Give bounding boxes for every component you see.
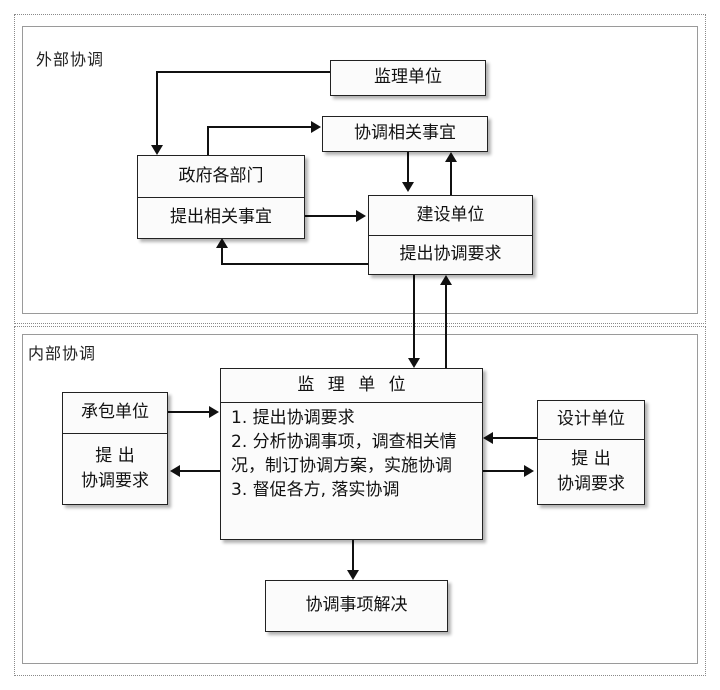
box-government-departments[interactable]: 政府各部门 提出相关事宜 <box>137 155 305 239</box>
conn-construction-to-government-horizontal <box>221 263 369 265</box>
arrow-internal-supervision-to-construction <box>440 275 452 285</box>
box-design-unit-title: 设计单位 <box>557 409 625 430</box>
conn-government-to-coordination-vertical <box>207 126 209 156</box>
box-coordination-resolved-title: 协调事项解决 <box>305 595 408 616</box>
internal-region-inner-border <box>22 334 698 664</box>
conn-supervision-to-resolution <box>352 540 354 572</box>
arrow-design-to-supervision <box>483 432 493 444</box>
conn-supervision-to-government-vertical <box>156 71 158 146</box>
conn-internal-supervision-to-construction <box>445 285 447 368</box>
arrow-construction-to-internal-supervision <box>408 358 420 368</box>
conn-government-to-construction <box>305 215 357 217</box>
box-design-unit-sub-line2: 协调要求 <box>557 474 625 494</box>
box-supervision-unit-external-title: 监理单位 <box>374 67 442 88</box>
arrow-contractor-to-supervision <box>209 406 219 418</box>
internal-region-label: 内部协调 <box>28 344 97 363</box>
arrow-supervision-to-contractor <box>170 465 180 477</box>
box-coordination-matters-title: 协调相关事宜 <box>354 123 456 144</box>
box-contractor-unit-sub: 提 出 协调要求 <box>63 433 167 504</box>
box-supervision-unit-internal[interactable]: 监 理 单 位 1. 提出协调要求 2. 分析协调事项，调查相关情况，制订协调方… <box>220 368 483 540</box>
external-region-label: 外部协调 <box>36 50 105 69</box>
arrow-government-to-construction <box>356 210 366 222</box>
conn-design-to-supervision <box>493 437 539 439</box>
box-supervision-unit-external[interactable]: 监理单位 <box>330 60 486 96</box>
conn-supervision-to-government-horizontal <box>156 71 331 73</box>
box-contractor-unit-sub-line1: 提 出 <box>95 446 135 467</box>
arrow-coordination-to-construction <box>402 182 414 192</box>
box-contractor-unit[interactable]: 承包单位 提 出 协调要求 <box>62 392 168 505</box>
box-supervision-unit-internal-title: 监 理 单 位 <box>297 374 410 395</box>
conn-supervision-to-contractor <box>180 470 222 472</box>
supervision-item-3: 3. 督促各方, 落实协调 <box>231 480 400 501</box>
box-government-departments-title: 政府各部门 <box>178 165 264 186</box>
arrow-construction-to-government <box>216 238 228 248</box>
external-region-inner-border <box>22 26 698 314</box>
supervision-item-2: 2. 分析协调事项，调查相关情况，制订协调方案，实施协调 <box>231 432 457 477</box>
external-region-frame <box>14 14 706 324</box>
box-contractor-unit-title: 承包单位 <box>81 402 149 423</box>
box-contractor-unit-sub-line2: 协调要求 <box>81 471 149 491</box>
arrow-government-to-coordination <box>311 121 321 133</box>
arrow-construction-to-coordination <box>445 152 457 162</box>
conn-construction-to-internal-supervision <box>413 275 415 360</box>
conn-contractor-to-supervision <box>168 411 210 413</box>
conn-coordination-to-construction <box>407 152 409 183</box>
box-coordination-resolved[interactable]: 协调事项解决 <box>265 580 448 632</box>
box-construction-unit-sub: 提出协调要求 <box>369 234 532 275</box>
box-construction-unit-title: 建设单位 <box>416 204 485 225</box>
box-government-departments-sub: 提出相关事宜 <box>138 196 304 239</box>
conn-construction-to-coordination <box>450 162 452 196</box>
arrow-supervision-to-government <box>151 145 163 155</box>
internal-region-frame <box>14 326 706 676</box>
box-supervision-unit-internal-items: 1. 提出协调要求 2. 分析协调事项，调查相关情况，制订协调方案，实施协调 3… <box>221 402 482 509</box>
conn-supervision-to-design <box>483 470 525 472</box>
arrow-supervision-to-resolution <box>347 570 359 580</box>
box-design-unit[interactable]: 设计单位 提 出 协调要求 <box>537 400 645 505</box>
supervision-item-1: 1. 提出协调要求 <box>231 408 355 428</box>
arrow-supervision-to-design <box>524 465 534 477</box>
conn-construction-to-government-vertical <box>221 248 223 264</box>
box-design-unit-sub: 提 出 协调要求 <box>538 439 644 504</box>
box-coordination-matters[interactable]: 协调相关事宜 <box>322 116 488 152</box>
box-design-unit-sub-line1: 提 出 <box>571 449 611 470</box>
conn-government-to-coordination-horizontal <box>207 126 312 128</box>
box-construction-unit[interactable]: 建设单位 提出协调要求 <box>368 195 533 275</box>
